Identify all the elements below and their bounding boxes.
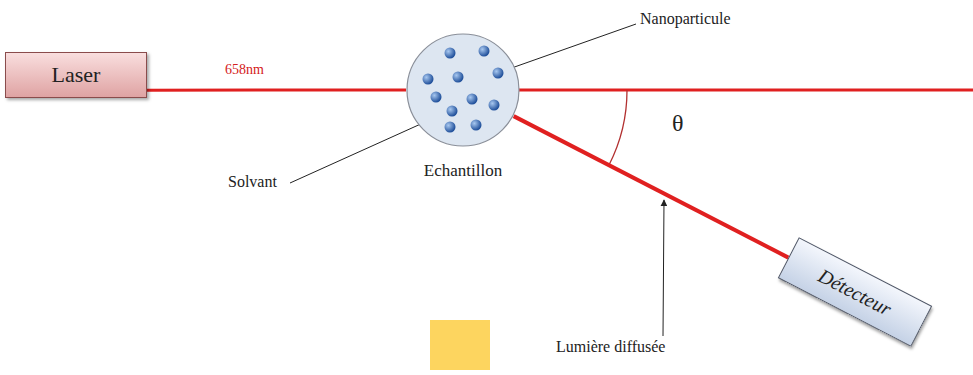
nanoparticle bbox=[489, 100, 500, 111]
node-text: Détecteur bbox=[815, 264, 896, 321]
sample-outline bbox=[406, 33, 520, 147]
leader-line bbox=[290, 118, 434, 183]
sample-circle bbox=[407, 34, 519, 146]
part-label: Solvant bbox=[228, 173, 277, 191]
nanoparticle bbox=[423, 74, 434, 85]
angle-label: θ bbox=[672, 110, 684, 137]
wavelength-label: 658nm bbox=[225, 62, 264, 78]
nanoparticle bbox=[445, 48, 456, 59]
laser-beam bbox=[147, 89, 406, 92]
transmitted-beam bbox=[518, 89, 973, 92]
node-text: Laser bbox=[52, 62, 101, 88]
leader-line bbox=[663, 200, 664, 336]
detector-box: Détecteur bbox=[778, 237, 932, 347]
nanoparticle bbox=[453, 72, 464, 83]
nanoparticle bbox=[493, 68, 504, 79]
nanoparticle bbox=[431, 92, 442, 103]
leader-line bbox=[506, 24, 636, 70]
nanoparticle bbox=[445, 122, 456, 133]
sample-circle: Echantillon bbox=[406, 33, 520, 147]
nanoparticle bbox=[479, 46, 490, 57]
nanoparticle bbox=[471, 120, 482, 131]
laser-beam bbox=[514, 116, 789, 257]
node-text: Echantillon bbox=[424, 161, 502, 181]
angle-arc bbox=[609, 90, 627, 165]
part-label: Lumière diffusée bbox=[556, 338, 665, 356]
laser-box: Laser bbox=[5, 52, 147, 98]
nanoparticle bbox=[467, 94, 478, 105]
part-label: Nanoparticule bbox=[640, 10, 731, 28]
yellow-square bbox=[430, 320, 490, 370]
nanoparticle bbox=[447, 106, 458, 117]
